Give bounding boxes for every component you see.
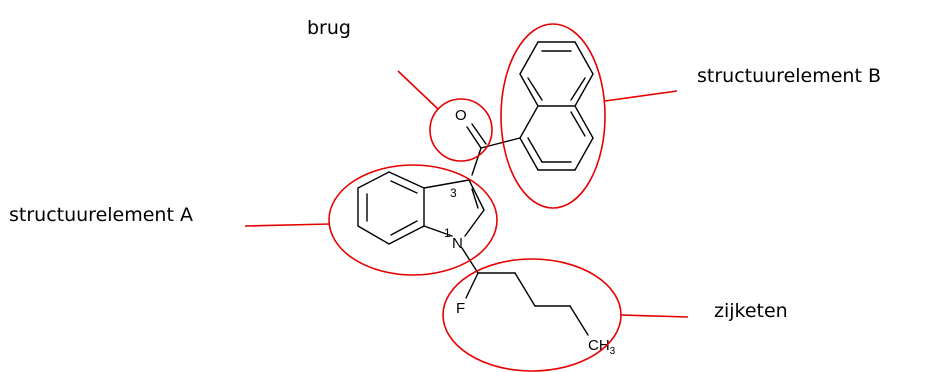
label-brug: brug — [307, 17, 351, 39]
label-element-a: structuurelement A — [9, 204, 193, 226]
position-3: 3 — [450, 186, 457, 200]
methyl-subscript: 3 — [610, 346, 616, 357]
oxygen-atom: O — [455, 107, 467, 124]
methyl-group: CH3 — [588, 337, 616, 357]
highlight-ellipse-a — [328, 164, 498, 276]
nitrogen-atom: N — [452, 235, 463, 252]
leader-brug — [397, 70, 439, 110]
fluorine-atom: F — [456, 300, 465, 317]
highlight-circle-bridge — [429, 98, 493, 162]
highlight-ellipse-side-chain — [442, 258, 622, 372]
highlight-ellipse-b — [500, 23, 606, 209]
leader-element-b — [604, 90, 678, 102]
side-chain — [461, 247, 589, 336]
position-1: 1 — [444, 226, 451, 240]
carbonyl-bridge — [466, 123, 521, 176]
indole-group — [357, 171, 485, 245]
label-element-b: structuurelement B — [697, 65, 881, 87]
leader-element-a — [244, 223, 331, 227]
methyl-label: CH — [588, 337, 610, 354]
label-zijketen: zijketen — [714, 300, 788, 322]
naphthalene-group — [519, 41, 594, 171]
leader-zijketen — [620, 314, 689, 318]
